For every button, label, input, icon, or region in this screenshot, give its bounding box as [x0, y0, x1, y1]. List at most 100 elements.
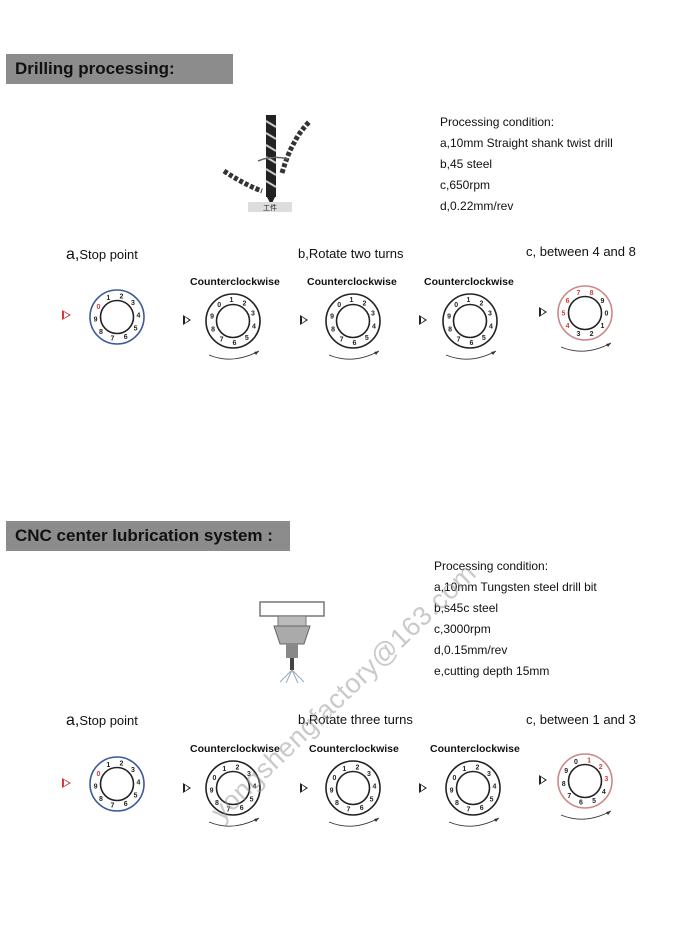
arrowhead-icon: [254, 351, 259, 355]
dial-numeral: 2: [590, 331, 594, 338]
condition-line: b,s45c steel: [434, 601, 499, 615]
step-a-text: Stop point: [79, 247, 138, 262]
dial-numeral: 4: [602, 789, 606, 796]
dial-numeral: 6: [124, 801, 128, 808]
dial-numeral: 2: [120, 294, 124, 301]
workpiece-caption: 工件: [263, 203, 277, 212]
rotation-arrow-icon: [328, 817, 380, 827]
dial-numeral: 6: [353, 340, 357, 347]
rotation-arrow-icon: [560, 342, 612, 352]
triangle-arrow-icon: [419, 783, 427, 793]
dial-numeral: 7: [576, 290, 580, 297]
dial-numeral: 2: [476, 765, 480, 772]
dial-numeral: 2: [599, 764, 603, 771]
dial-numeral: 2: [120, 761, 124, 768]
dial-numeral: 4: [252, 324, 256, 331]
dial-numeral: 2: [242, 300, 246, 307]
dial-numeral: 6: [480, 805, 484, 812]
dial-numeral: 5: [134, 792, 138, 799]
drill-spindle-illustration: [259, 601, 325, 684]
step-a-text: Stop point: [79, 713, 138, 728]
dial-inner-ring: [99, 299, 135, 335]
dial-numeral: 7: [340, 337, 344, 344]
dial-numeral: 1: [230, 297, 234, 304]
counterclockwise-label: Counterclockwise: [307, 276, 397, 288]
dial-numeral: 0: [337, 302, 341, 309]
step-a-label: a,Stop point: [66, 712, 138, 730]
arrowhead-icon: [254, 818, 259, 822]
dial-numeral: 1: [587, 757, 591, 764]
dial-numeral: 7: [457, 337, 461, 344]
triangle-arrow-icon: [183, 315, 191, 325]
dial-numeral: 4: [566, 323, 570, 330]
arrowhead-icon: [494, 818, 499, 822]
step-a-label: a,Stop point: [66, 246, 138, 264]
dial-numeral: 0: [574, 759, 578, 766]
red-triangle-icon: [62, 778, 71, 788]
dial-numeral: 7: [227, 807, 231, 814]
triangle-arrow-icon: [539, 307, 547, 317]
dial-numeral: 0: [605, 311, 609, 318]
rotation-arrow-icon: [208, 817, 260, 827]
dial-numeral: 6: [566, 298, 570, 305]
dial-numeral: 8: [215, 800, 219, 807]
dial-numeral: 9: [330, 788, 334, 795]
dial-numeral: 0: [96, 304, 100, 311]
dial-numeral: 5: [490, 796, 494, 803]
dial-numeral: 3: [576, 331, 580, 338]
dial-numeral: 5: [482, 335, 486, 342]
dial-numeral: 9: [210, 788, 214, 795]
dial-numeral: 7: [467, 807, 471, 814]
dial-numeral: 3: [604, 776, 608, 783]
dial-numeral: 9: [564, 768, 568, 775]
dial-numeral: 2: [236, 765, 240, 772]
dial-numeral: 7: [111, 803, 115, 810]
dial-numeral: 4: [136, 312, 140, 319]
dial-numeral: 3: [131, 767, 135, 774]
dial-numeral: 5: [592, 798, 596, 805]
dial-numeral: 3: [371, 310, 375, 317]
dial-numeral: 6: [579, 800, 583, 807]
counterclockwise-label: Counterclockwise: [430, 743, 520, 755]
arrowhead-icon: [374, 818, 379, 822]
condition-line: a,10mm Straight shank twist drill: [440, 136, 613, 150]
dial-numeral: 8: [455, 800, 459, 807]
dial-numeral: 5: [370, 796, 374, 803]
dial-numeral: 4: [136, 779, 140, 786]
dial-inner-ring: [335, 770, 371, 806]
dial-numeral: 4: [489, 324, 493, 331]
dial-numeral: 3: [367, 771, 371, 778]
counterclockwise-label: Counterclockwise: [424, 276, 514, 288]
dial-numeral: 0: [452, 775, 456, 782]
arrowhead-icon: [374, 351, 379, 355]
dial-numeral: 3: [251, 310, 255, 317]
dial-numeral: 9: [600, 298, 604, 305]
dial-numeral: 7: [567, 793, 571, 800]
dial-numeral: 3: [131, 300, 135, 307]
dial-numeral: 9: [94, 317, 98, 324]
dial-numeral: 2: [362, 300, 366, 307]
dial-numeral: 1: [600, 323, 604, 330]
dial-numeral: 0: [96, 771, 100, 778]
dial-inner-ring: [335, 303, 371, 339]
dial-numeral: 0: [332, 775, 336, 782]
triangle-arrow-icon: [539, 775, 547, 785]
dial-numeral: 6: [470, 340, 474, 347]
step-c-label: c, between 4 and 8: [526, 244, 636, 259]
dial-numeral: 5: [365, 335, 369, 342]
section-banner-cnc: CNC center lubrication system :: [6, 521, 290, 551]
dial-numeral: 8: [448, 327, 452, 334]
dial-numeral: 7: [347, 807, 351, 814]
dial-numeral: 1: [106, 295, 110, 302]
dial-numeral: 8: [211, 327, 215, 334]
dial-numeral: 2: [356, 765, 360, 772]
processing-conditions-2: Processing condition: a,10mm Tungsten st…: [434, 556, 597, 682]
dial-numeral: 7: [111, 336, 115, 343]
condition-line: c,650rpm: [440, 178, 491, 192]
dial-numeral: 5: [562, 311, 566, 318]
